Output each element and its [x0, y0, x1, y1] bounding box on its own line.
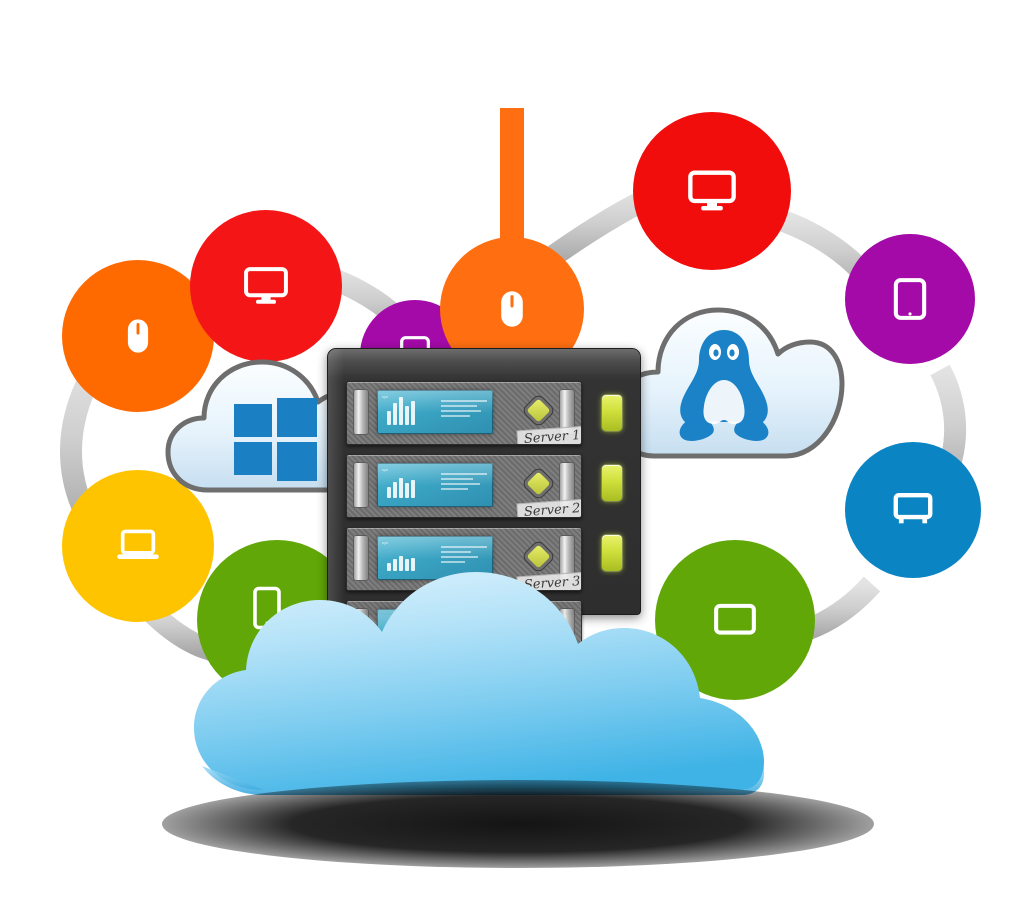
rack-left-edge [328, 349, 344, 614]
tablet-icon [893, 278, 927, 320]
badge-monitor-top[interactable] [633, 112, 791, 270]
bay-handle-left [353, 389, 369, 435]
server-rack[interactable]: sys Server 1 sys [327, 348, 641, 664]
status-led [602, 395, 622, 431]
status-led [602, 465, 622, 501]
bay-handle-right [559, 389, 575, 435]
screen-bar-chart [387, 556, 415, 571]
monitor-icon [688, 170, 736, 211]
bay-indicator-knob [526, 471, 551, 496]
main-cloud[interactable] [186, 552, 786, 802]
screen-text-lines [441, 473, 487, 493]
bay-screen: sys [377, 463, 493, 507]
linux-os-cloud[interactable] [610, 284, 846, 470]
status-led [602, 535, 622, 571]
badge-mouse-left[interactable] [62, 260, 214, 412]
screen-bar-chart [387, 397, 415, 425]
server-label: Server 2 [515, 498, 581, 517]
server-bay[interactable]: sys Server 2 [346, 454, 582, 518]
mouse-icon [127, 319, 149, 353]
display-icon [714, 603, 756, 635]
rack-top-panel [328, 349, 640, 375]
rack-led-column [602, 395, 622, 605]
screen-caption: sys [382, 540, 388, 545]
mouse-icon [501, 291, 523, 327]
badge-monitor-left[interactable] [190, 210, 342, 362]
badge-laptop-right[interactable] [845, 442, 981, 578]
bay-handle-right [559, 535, 575, 581]
bay-indicator-knob [526, 398, 551, 423]
server-label: Server 1 [515, 425, 581, 444]
screen-text-lines [441, 546, 487, 566]
screen-bar-chart [387, 478, 415, 498]
server-bay[interactable]: sys Server 1 [346, 381, 582, 445]
bay-handle-left [353, 535, 369, 581]
server-bay[interactable]: sys Server 3 [346, 527, 582, 591]
screen-caption: sys [382, 467, 388, 472]
ground-shadow [162, 780, 874, 868]
bay-handle-right [559, 462, 575, 508]
monitor-icon [244, 267, 288, 304]
badge-laptop-yellow[interactable] [62, 470, 214, 622]
badge-tablet-right[interactable] [845, 234, 975, 364]
screen-caption: sys [382, 394, 388, 399]
laptop-icon [117, 529, 159, 560]
bay-handle-left [353, 462, 369, 508]
windows-logo [234, 398, 317, 481]
laptop-wide-icon [893, 492, 933, 524]
tux-penguin-logo [679, 330, 769, 441]
bay-screen: sys [377, 390, 493, 434]
screen-text-lines [441, 400, 487, 420]
